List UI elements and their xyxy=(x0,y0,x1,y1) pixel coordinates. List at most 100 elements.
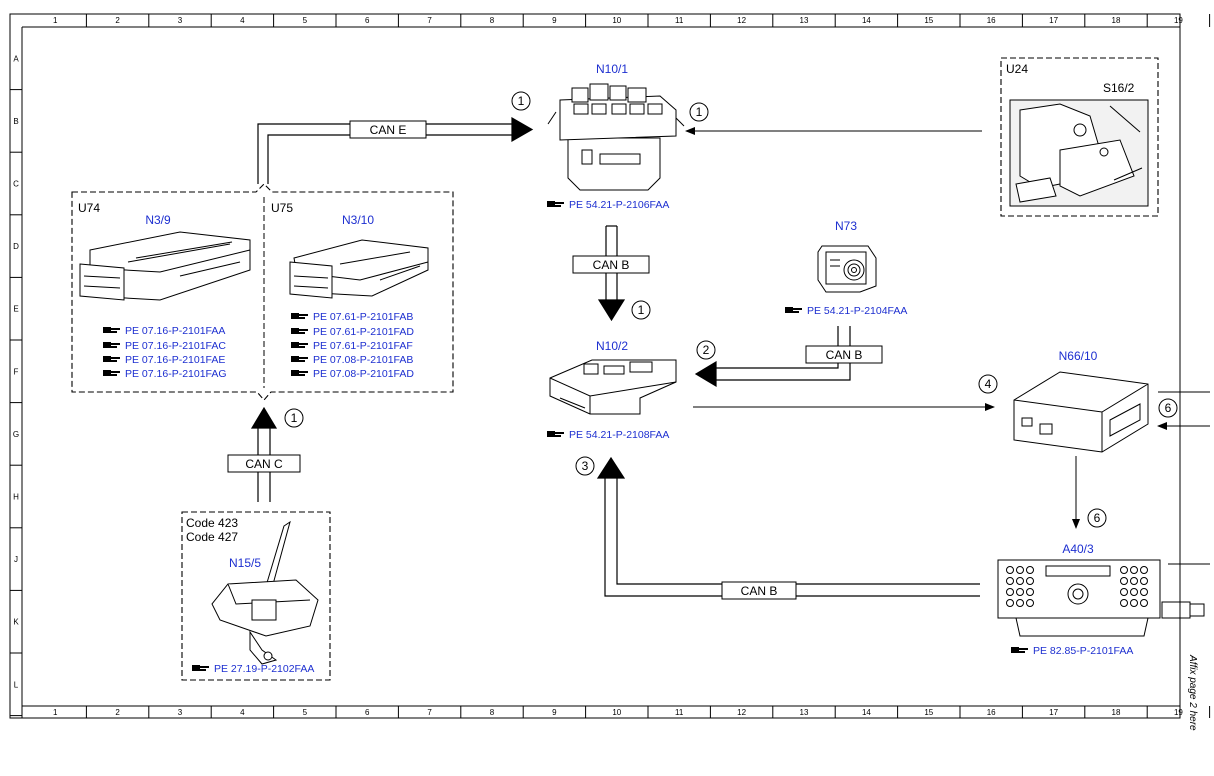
headunit-button xyxy=(1130,588,1138,596)
headunit-button xyxy=(1130,577,1138,585)
svg-text:6: 6 xyxy=(1094,511,1101,525)
can-b-box-3 xyxy=(721,581,797,600)
headunit-button xyxy=(1026,588,1034,596)
pointing-hand-icon xyxy=(103,327,120,333)
pointing-hand-icon xyxy=(547,201,564,207)
pointing-hand-icon xyxy=(291,328,308,334)
ruler-column-label: 13 xyxy=(800,16,809,25)
ref-n3-9-3[interactable]: PE 07.16-P-2101FAG xyxy=(103,368,227,380)
ref-n3-9-2[interactable]: PE 07.16-P-2101FAE xyxy=(103,354,225,366)
svg-text:PE 07.61-P-2101FAD: PE 07.61-P-2101FAD xyxy=(313,326,414,338)
n15-5-selector-drawing xyxy=(211,520,319,665)
ruler-row-label: G xyxy=(13,430,19,439)
ruler-column-label: 14 xyxy=(862,708,871,717)
ruler-column-label: 18 xyxy=(1112,708,1121,717)
ref-a40-3[interactable]: PE 82.85-P-2101FAA xyxy=(1011,645,1133,657)
headunit-button xyxy=(1140,566,1148,574)
pointing-hand-icon xyxy=(1011,647,1028,653)
headunit-button xyxy=(1120,577,1128,585)
can-c-label: CAN C xyxy=(245,457,283,471)
ref-n3-10-0[interactable]: PE 07.61-P-2101FAB xyxy=(291,311,413,323)
ruler-column-label: 8 xyxy=(490,708,495,717)
ruler-column-label: 10 xyxy=(612,708,621,717)
pointing-hand-icon xyxy=(547,431,564,437)
ruler-column-label: 12 xyxy=(737,708,746,717)
headunit-button xyxy=(1120,566,1128,574)
ref-n10-1[interactable]: PE 54.21-P-2106FAA xyxy=(547,199,669,211)
ruler-column-label: 2 xyxy=(115,16,120,25)
ruler-column-label: 9 xyxy=(552,16,557,25)
ref-n3-9-1[interactable]: PE 07.16-P-2101FAC xyxy=(103,340,226,352)
marker-4: 4 xyxy=(978,374,998,394)
can-b-label-1: CAN B xyxy=(593,258,630,272)
svg-text:1: 1 xyxy=(518,94,525,108)
s16-2-label: S16/2 xyxy=(1103,81,1135,95)
can-b-a40-line xyxy=(596,456,980,597)
n3-9-ecu-drawing xyxy=(79,231,251,301)
ref-n3-10-2[interactable]: PE 07.61-P-2101FAF xyxy=(291,340,413,352)
n15-5-label: N15/5 xyxy=(229,556,261,570)
ref-n3-10-4[interactable]: PE 07.08-P-2101FAD xyxy=(291,368,414,380)
ref-n10-2[interactable]: PE 54.21-P-2108FAA xyxy=(547,429,669,441)
headunit-button xyxy=(1140,588,1148,596)
svg-text:PE 07.16-P-2101FAE: PE 07.16-P-2101FAE xyxy=(125,354,225,366)
ruler-column-label: 1 xyxy=(53,708,58,717)
pointing-hand-icon xyxy=(291,370,308,376)
ruler-column-label: 6 xyxy=(365,16,370,25)
ref-n15-5[interactable]: PE 27.19-P-2102FAA xyxy=(192,663,314,675)
ruler-column-label: 7 xyxy=(427,708,432,717)
svg-text:PE 07.61-P-2101FAF: PE 07.61-P-2101FAF xyxy=(313,340,413,352)
ruler-column-label: 8 xyxy=(490,16,495,25)
a40-right-connector xyxy=(1161,601,1205,619)
n15-5-group xyxy=(181,511,331,681)
ruler-row-label: A xyxy=(13,54,19,63)
ruler-column-label: 12 xyxy=(737,16,746,25)
ruler-row-label: D xyxy=(13,242,19,251)
ref-n3-10-3[interactable]: PE 07.08-P-2101FAB xyxy=(291,354,413,366)
ruler-column-label: 16 xyxy=(987,708,996,717)
n66-10-label: N66/10 xyxy=(1059,349,1098,363)
marker-1-top: 1 xyxy=(511,91,531,111)
svg-text:PE 82.85-P-2101FAA: PE 82.85-P-2101FAA xyxy=(1033,645,1133,657)
u75-label: U75 xyxy=(271,201,293,215)
ruler-column-label: 16 xyxy=(987,16,996,25)
pointing-hand-icon xyxy=(785,307,802,313)
a40-3-headunit-drawing xyxy=(997,559,1161,637)
reference-list: PE 54.21-P-2106FAA PE 54.21-P-2108FAA PE… xyxy=(103,199,1133,675)
svg-text:2: 2 xyxy=(703,343,710,357)
n15-code-423: Code 423 xyxy=(186,516,238,530)
u24-label: U24 xyxy=(1006,62,1028,76)
n3-10-ecu-drawing xyxy=(289,239,429,299)
frame-border xyxy=(9,13,1181,719)
headunit-button xyxy=(1140,599,1148,607)
can-e-box xyxy=(349,120,427,139)
ref-n3-10-1[interactable]: PE 07.61-P-2101FAD xyxy=(291,326,414,338)
ruler-row-label: E xyxy=(13,305,18,314)
ref-n73[interactable]: PE 54.21-P-2104FAA xyxy=(785,305,907,317)
pointing-hand-icon xyxy=(192,665,209,671)
n10-2-label: N10/2 xyxy=(596,339,628,353)
svg-text:PE 27.19-P-2102FAA: PE 27.19-P-2102FAA xyxy=(214,663,314,675)
svg-text:PE 07.08-P-2101FAD: PE 07.08-P-2101FAD xyxy=(313,368,414,380)
ruler-column-label: 17 xyxy=(1049,708,1058,717)
svg-text:1: 1 xyxy=(291,411,298,425)
ruler-column-label: 5 xyxy=(303,16,308,25)
headunit-button xyxy=(1016,588,1024,596)
n73-label: N73 xyxy=(835,219,857,233)
ruler-column-label: 4 xyxy=(240,708,245,717)
u74-u75-group xyxy=(71,183,454,401)
pointing-hand-icon xyxy=(291,356,308,362)
pointing-hand-icon xyxy=(291,342,308,348)
ruler-column-label: 14 xyxy=(862,16,871,25)
ruler-row-label: K xyxy=(13,618,19,627)
marker-6-down: 6 xyxy=(1087,508,1107,528)
ruler-column-label: 6 xyxy=(365,708,370,717)
ref-n3-9-0[interactable]: PE 07.16-P-2101FAA xyxy=(103,325,225,337)
pointing-hand-icon xyxy=(103,342,120,348)
svg-text:6: 6 xyxy=(1165,401,1172,415)
svg-text:PE 54.21-P-2108FAA: PE 54.21-P-2108FAA xyxy=(569,429,669,441)
headunit-button xyxy=(1016,577,1024,585)
svg-text:PE 07.16-P-2101FAG: PE 07.16-P-2101FAG xyxy=(125,368,227,380)
